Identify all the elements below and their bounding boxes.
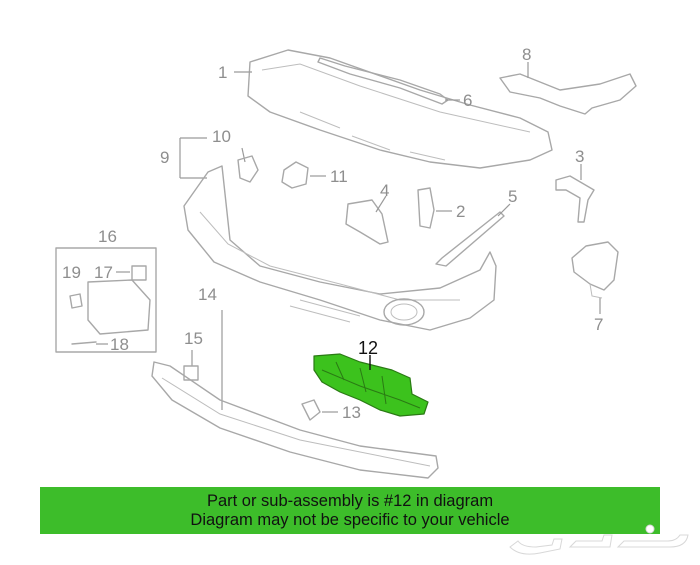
callout-17: 17 xyxy=(94,263,113,282)
callout-7: 7 xyxy=(594,315,603,334)
callout-9: 9 xyxy=(160,148,169,167)
callout-1: 1 xyxy=(218,63,227,82)
callout-18: 18 xyxy=(110,335,129,354)
part-fascia xyxy=(183,165,497,331)
callout-6: 6 xyxy=(463,91,472,110)
callout-19: 19 xyxy=(62,263,81,282)
callout-10: 10 xyxy=(212,127,231,146)
part-5-strip xyxy=(435,211,505,267)
part-15-clip xyxy=(183,365,199,381)
part-18-bolt xyxy=(71,341,97,345)
callout-2: 2 xyxy=(456,202,465,221)
part-8-bracket xyxy=(499,73,637,115)
haraj-watermark-logo xyxy=(509,524,689,555)
leader-9 xyxy=(179,137,207,179)
part-1-upper-bumper xyxy=(247,49,553,169)
part-14-valance xyxy=(151,361,439,479)
callout-11: 11 xyxy=(330,167,348,186)
callout-16: 16 xyxy=(98,227,117,246)
part-4-bracket xyxy=(345,199,389,245)
callout-13: 13 xyxy=(342,403,361,422)
banner-line-1: Part or sub-assembly is #12 in diagram xyxy=(206,492,494,510)
part-7-housing xyxy=(571,241,619,299)
banner-line-2: Diagram may not be specific to your vehi… xyxy=(190,511,510,529)
callout-12: 12 xyxy=(358,338,378,358)
part-17-nut xyxy=(131,265,147,281)
leader-10 xyxy=(241,147,246,163)
callout-14: 14 xyxy=(198,285,217,304)
callout-3: 3 xyxy=(575,147,584,166)
callout-15: 15 xyxy=(184,329,203,348)
part-12-highlighted xyxy=(313,353,429,417)
part-11-retainer xyxy=(281,161,309,189)
part-13-pushpin xyxy=(301,399,321,421)
leader-4 xyxy=(375,195,387,213)
part-16-box xyxy=(55,247,157,353)
part-3-bracket xyxy=(555,175,595,223)
callout-4: 4 xyxy=(380,181,389,200)
part-16-plate xyxy=(87,279,151,335)
info-banner: Part or sub-assembly is #12 in diagram D… xyxy=(40,487,660,534)
leader-5 xyxy=(497,203,511,217)
part-19-screw xyxy=(69,293,83,309)
part-2-clip xyxy=(417,187,435,229)
part-6-strip xyxy=(317,57,449,105)
callout-8: 8 xyxy=(522,45,531,64)
callout-5: 5 xyxy=(508,187,517,206)
part-10-clip xyxy=(237,155,259,183)
